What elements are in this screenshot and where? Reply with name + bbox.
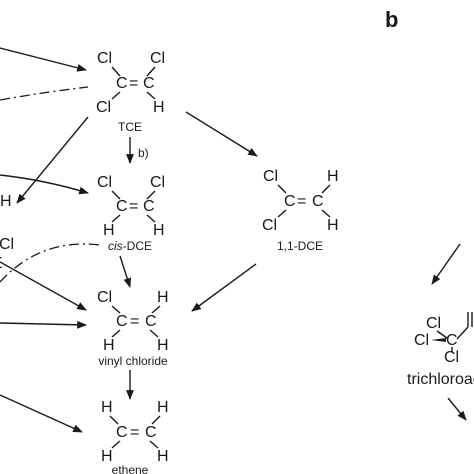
ethene-carbon-2: C bbox=[145, 424, 157, 441]
cis-dce-cl-top-right: Cl bbox=[150, 174, 165, 191]
cis-dce-bond-tl bbox=[111, 190, 121, 200]
arrow-left-to-vinyl-chloride-b bbox=[0, 320, 87, 329]
vc-caption: vinyl chloride bbox=[98, 354, 168, 368]
tca-cl-bottom: Cl bbox=[444, 349, 459, 366]
vc-cl-top-left: Cl bbox=[97, 289, 112, 306]
dce11-bond-tl bbox=[277, 184, 287, 194]
dce11-bond-bl bbox=[277, 209, 287, 218]
dce11-molecule: Cl H C = C Cl H 1,1-DCE bbox=[262, 168, 339, 253]
left-edge-cl-atom: Cl bbox=[0, 236, 14, 253]
tca-bond-top bbox=[436, 330, 448, 339]
vinyl-chloride-molecule: Cl H C = C H H vinyl chloride bbox=[97, 289, 169, 368]
tce-caption: TCE bbox=[118, 120, 142, 134]
reaction-arrows bbox=[0, 47, 258, 433]
vc-bond-tl bbox=[111, 305, 121, 314]
step-label: b) bbox=[138, 146, 149, 160]
ethene-h-bottom-left: H bbox=[101, 448, 113, 465]
arrow-to-cis-dce bbox=[0, 174, 89, 195]
ethene-bond-tr bbox=[151, 415, 161, 425]
arrow-tce-to-dce11 bbox=[185, 111, 258, 157]
vc-carbon-1: C bbox=[116, 313, 128, 330]
trichloroacetate-fragment: Cl Cl C Cl trichloroace bbox=[407, 243, 474, 421]
tca-caption: trichloroace bbox=[407, 371, 474, 388]
ethene-molecule: H H C = C H H ethene bbox=[101, 399, 169, 474]
dce11-bond-br bbox=[321, 209, 331, 218]
tca-cl-left: Cl bbox=[414, 332, 429, 349]
dce11-cl-top-left: Cl bbox=[263, 168, 278, 185]
dce11-cl-bottom-left: Cl bbox=[262, 217, 277, 234]
arrow-panel-b-out bbox=[447, 397, 467, 421]
dce11-caption: 1,1-DCE bbox=[277, 239, 323, 253]
vc-carbon-2: C bbox=[145, 313, 157, 330]
dce11-bond-tr bbox=[321, 184, 331, 194]
tce-molecule: Cl Cl C = C Cl H TCE bbox=[96, 50, 165, 134]
arrow-dce11-to-vinyl-chloride bbox=[191, 263, 257, 312]
ethene-bond-bl bbox=[111, 440, 121, 449]
tce-cl-bottom-left: Cl bbox=[96, 99, 111, 116]
cis-dce-bond-br bbox=[146, 214, 156, 223]
tca-carbon: C bbox=[446, 332, 458, 349]
vc-double-bond: = bbox=[130, 313, 139, 330]
cis-dce-caption-prefix: cis bbox=[108, 239, 123, 253]
cis-dce-caption-suffix: -DCE bbox=[123, 239, 152, 253]
ethene-h-bottom-right: H bbox=[157, 448, 169, 465]
tce-carbon-2: C bbox=[143, 75, 155, 92]
tce-double-bond: = bbox=[129, 75, 138, 92]
tca-cl-top: Cl bbox=[426, 315, 441, 332]
dce11-carbon-2: C bbox=[312, 193, 324, 210]
tca-bond-right bbox=[456, 326, 469, 340]
cis-dce-h-bottom-right: H bbox=[153, 222, 165, 239]
arrow-to-tce bbox=[0, 47, 87, 72]
panel-b-label: b bbox=[385, 7, 398, 32]
tce-cl-top-right: Cl bbox=[150, 50, 165, 67]
ethene-bond-br bbox=[149, 440, 159, 449]
tce-bond-tl bbox=[111, 66, 121, 77]
arrow-left-to-vinyl-chloride-a bbox=[0, 261, 87, 311]
vc-h-bottom-left: H bbox=[103, 337, 115, 354]
ethene-bond-tl bbox=[109, 415, 119, 425]
arrow-left-to-ethene bbox=[0, 394, 83, 433]
cis-dce-bond-tr bbox=[146, 190, 156, 200]
tce-carbon-1: C bbox=[116, 75, 128, 92]
dce11-carbon-1: C bbox=[284, 193, 296, 210]
tce-bond-bl bbox=[111, 91, 121, 100]
cis-dce-molecule: Cl Cl C = C H H cis-DCE bbox=[97, 174, 165, 253]
ethene-h-top-left: H bbox=[101, 399, 113, 416]
cis-dce-h-bottom-left: H bbox=[103, 222, 115, 239]
tce-bond-tr bbox=[146, 66, 156, 77]
dce11-double-bond: = bbox=[297, 193, 306, 210]
vc-bond-br bbox=[149, 329, 159, 338]
ethene-double-bond: = bbox=[130, 424, 139, 441]
ethene-carbon-1: C bbox=[116, 424, 128, 441]
cis-dce-caption: cis-DCE bbox=[108, 239, 152, 253]
tce-h-bottom-right: H bbox=[153, 99, 165, 116]
ethene-caption: ethene bbox=[112, 463, 149, 474]
arrow-tce-to-left bbox=[16, 116, 89, 204]
cis-dce-carbon-2: C bbox=[143, 198, 155, 215]
cis-dce-double-bond: = bbox=[129, 198, 138, 215]
arrow-cis-dce-to-vinyl-chloride bbox=[119, 255, 132, 288]
cis-dce-carbon-1: C bbox=[116, 198, 128, 215]
left-edge-h-atom: H bbox=[0, 193, 12, 210]
tce-cl-top-left: Cl bbox=[97, 50, 112, 67]
tca-wedge-bond bbox=[431, 338, 446, 342]
cis-dce-cl-top-left: Cl bbox=[97, 174, 112, 191]
dashdot-path-tce bbox=[0, 86, 89, 101]
dce11-h-top-right: H bbox=[327, 168, 339, 185]
arrow-panel-b-in bbox=[431, 243, 461, 285]
cis-dce-bond-bl bbox=[111, 214, 121, 223]
dce11-h-bottom-right: H bbox=[327, 217, 339, 234]
tce-bond-br bbox=[146, 91, 156, 100]
vc-h-bottom-right: H bbox=[157, 337, 169, 354]
vc-bond-tr bbox=[151, 305, 161, 314]
dashdot-path-cis-dce bbox=[0, 243, 101, 283]
ethene-h-top-right: H bbox=[157, 399, 169, 416]
vc-bond-bl bbox=[111, 329, 121, 338]
vc-h-top-right: H bbox=[157, 289, 169, 306]
